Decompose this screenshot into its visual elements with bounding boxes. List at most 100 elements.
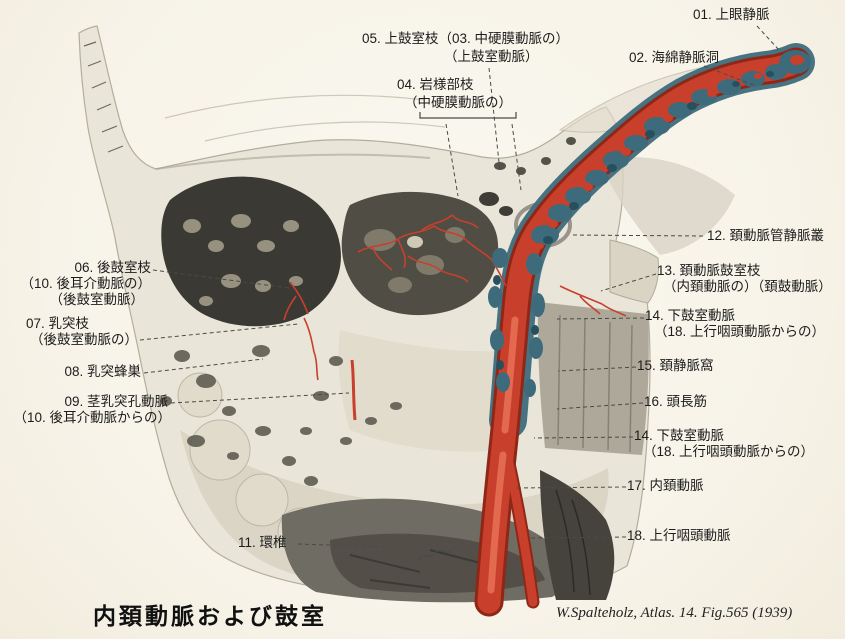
venous-plexus-dark [493, 71, 774, 370]
bone-pore [196, 374, 216, 388]
bone-pore [313, 391, 329, 401]
mastoid-trabecula [289, 276, 303, 286]
mastoid-trabecula [221, 274, 241, 288]
canal-dark-blob [499, 206, 513, 216]
ridge-spot [516, 167, 526, 175]
leader-12 [569, 234, 704, 237]
label-14-sub-upper: （18. 上行咽頭動脈からの） [654, 324, 826, 339]
vein-dark-spot [607, 164, 617, 172]
artery-dot [583, 183, 593, 191]
leader-07 [139, 323, 299, 341]
figure-credit: W.Spalteholz, Atlas. 14. Fig.565 (1939) [556, 605, 793, 621]
vein-blob [565, 187, 591, 205]
cavity-recess [388, 277, 412, 293]
leader-16 [556, 402, 644, 410]
vein-blob [531, 293, 545, 317]
mastoid-trabecula [199, 296, 213, 306]
mastoid-trabecula [283, 220, 299, 232]
leader-08 [143, 358, 264, 374]
vein-dark-spot [766, 71, 774, 77]
vein-dark-spot [645, 130, 655, 138]
vein-blob [624, 135, 648, 151]
ridge-spot [566, 137, 576, 145]
annotation-marks [417, 112, 517, 561]
cavities [161, 137, 576, 327]
bone-right-wash [600, 156, 735, 255]
posterior-tympanic-branches [283, 281, 319, 381]
label-07-mastoid-branch: 07. 乳突枝 [25, 316, 89, 331]
vessel-cut-lumen [790, 55, 804, 65]
longus-capitis-muscle [537, 302, 649, 455]
muscle-striations [557, 314, 633, 453]
canal-dark-blob [479, 192, 499, 206]
vein-dark-spot [493, 275, 501, 285]
bone-pore [174, 350, 190, 362]
vein-blob [488, 286, 502, 308]
leader-11 [297, 543, 390, 548]
label-08-mastoid-air-cells: 08. 乳突蜂巣 [64, 364, 141, 379]
leader-lines [139, 25, 780, 548]
lower-right-muscle [540, 470, 615, 600]
label-13-sub: （内頚動脈の）（頚鼓動脈） [663, 279, 832, 294]
leader-14a [556, 317, 645, 320]
label-18-ascending-pharyngeal-artery: 18. 上行咽頭動脈 [627, 528, 731, 543]
bone-pore [222, 406, 236, 416]
caroticotympanic-branches [559, 285, 627, 317]
bone-pore [227, 452, 239, 460]
leader-17 [513, 486, 627, 489]
bone-pore [340, 437, 352, 445]
leader-02 [703, 65, 757, 87]
vein-dark-spot [531, 325, 539, 335]
bone-pore [255, 426, 271, 436]
bone-pore-texture [160, 345, 402, 486]
bone-lobe [189, 419, 251, 481]
ridge-spot [494, 162, 506, 170]
bone-pore [300, 427, 312, 435]
leader-13 [600, 273, 657, 292]
artery-dot [707, 89, 717, 97]
leader-06 [152, 269, 290, 289]
bone-sketch-line-2 [204, 121, 446, 142]
vein-dark-spot [543, 236, 553, 244]
label-09-stylomastoid-artery: 09. 茎乳突孔動脈 [64, 394, 168, 409]
vein-blob [668, 102, 692, 118]
leader-04a [445, 123, 459, 197]
label-01-superior-ophthalmic-vein: 01. 上眼静脈 [693, 7, 770, 22]
mastoid-trabecula [257, 240, 275, 252]
label-07-sub: （後鼓室動脈の） [30, 332, 138, 347]
ridge-spot [541, 157, 551, 165]
vein-blob [496, 372, 510, 392]
cavity-recess [445, 227, 465, 243]
stylomastoid-vessel [350, 359, 357, 421]
bone-top-contour [155, 153, 431, 170]
artery-highlight-upper [501, 316, 519, 434]
label-11-atlas: 11. 環椎 [238, 535, 287, 550]
label-14-inferior-tympanic-artery-lower: 14. 下鼓室動脈 [634, 428, 725, 443]
label-02-cavernous-sinus: 02. 海綿静脈洞 [629, 50, 720, 65]
bone-pore [160, 396, 172, 406]
artery-dot [536, 243, 544, 249]
vein-dark-spot [732, 81, 740, 87]
cavity-recess [364, 229, 396, 251]
label-14-sub-lower: （18. 上行咽頭動脈からの） [643, 444, 815, 459]
vein-blob [548, 204, 572, 222]
label-17-internal-carotid-artery: 17. 内頚動脈 [627, 478, 704, 493]
artery-dot [663, 114, 673, 122]
mastoid-trabecula [255, 280, 271, 292]
vein-dark-spot [569, 202, 579, 210]
artery-through-mesh [536, 55, 804, 249]
label-06-posterior-tympanic-branch: 06. 後鼓室枝 [74, 260, 151, 275]
bone-spur-hatching [83, 41, 124, 153]
figure-title: 内頚動脈および鼓室 [93, 604, 327, 629]
vein-blob [529, 337, 543, 359]
leader-14b [533, 436, 634, 439]
label-12-carotid-canal-venous-plexus: 12. 頚動脈管静脈叢 [707, 228, 825, 243]
label-09-sub: （10. 後耳介動脈からの） [13, 410, 171, 425]
label-16-longus-capitis: 16. 頭長筋 [644, 394, 708, 409]
label-06-sub1: （10. 後耳介動脈の） [20, 276, 151, 291]
vein-blob [524, 379, 536, 397]
artery-dot [548, 220, 558, 228]
vein-blob [526, 253, 542, 275]
vein-dark-spot [687, 102, 697, 110]
